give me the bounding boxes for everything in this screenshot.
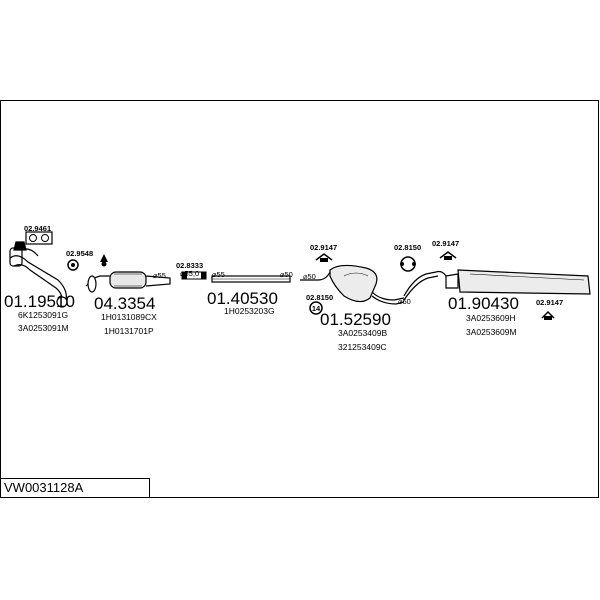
catalytic-converter-drawing — [85, 271, 171, 293]
oe-reference: 3A0253609H — [466, 313, 516, 323]
rubber-ring-icon: 14 — [309, 301, 323, 315]
accessory-number: 02.8150 — [394, 243, 421, 252]
oe-reference: 3A0253091M — [18, 323, 69, 333]
part-number: 01.19510 — [4, 292, 75, 311]
oe-reference: 1H0131701P — [104, 326, 154, 336]
centre-silencer-drawing — [300, 264, 405, 305]
rubber-ring-icon — [400, 256, 416, 272]
oe-reference: 3A0253409B — [338, 328, 387, 338]
flange-icon — [67, 259, 79, 271]
part-number: 01.90430 — [448, 294, 519, 313]
rear-silencer-drawing — [403, 269, 591, 301]
hanger-icon — [541, 310, 555, 320]
diagram-frame — [0, 100, 599, 498]
front-pipe-drawing — [9, 241, 68, 308]
assembly-code: VW0031128A — [4, 480, 84, 495]
part-number: 01.52590 — [320, 310, 391, 329]
accessory-number: 02.8333 — [176, 261, 203, 270]
diameter-label: ⌀55,0 — [180, 269, 199, 278]
svg-text:14: 14 — [312, 304, 321, 313]
oe-reference: 3A0253609M — [466, 327, 517, 337]
gasket-icon — [25, 231, 53, 245]
part-number: 04.3354 — [94, 294, 155, 313]
assembly-code-box: VW0031128A — [0, 478, 150, 498]
diameter-label: ⌀50 — [280, 270, 293, 279]
diameter-label: ⌀50 — [398, 297, 411, 306]
hanger-icon — [439, 251, 457, 260]
oe-reference: 6K1253091G — [18, 310, 68, 320]
diameter-label: ⌀55 — [212, 270, 225, 279]
oe-reference: 1H0131089CX — [101, 312, 157, 322]
clamp-icon — [100, 254, 108, 267]
part-number: 01.40530 — [207, 289, 278, 308]
pipe-clamp-drawing — [181, 271, 207, 280]
accessory-number: 02.8150 — [306, 293, 333, 302]
diameter-label: ⌀50 — [303, 272, 316, 281]
diameter-label: ⌀55 — [153, 271, 166, 280]
accessory-number: 02.9147 — [310, 243, 337, 252]
accessory-number: 02.9147 — [432, 239, 459, 248]
oe-reference: 321253409C — [338, 342, 387, 352]
oe-reference: 1H0253203G — [224, 306, 275, 316]
intermediate-pipe-drawing — [211, 275, 291, 283]
accessory-number: 02.9461 — [24, 224, 51, 233]
accessory-number: 02.9147 — [536, 298, 563, 307]
accessory-number: 02.9548 — [66, 249, 93, 258]
hanger-icon — [315, 253, 333, 262]
